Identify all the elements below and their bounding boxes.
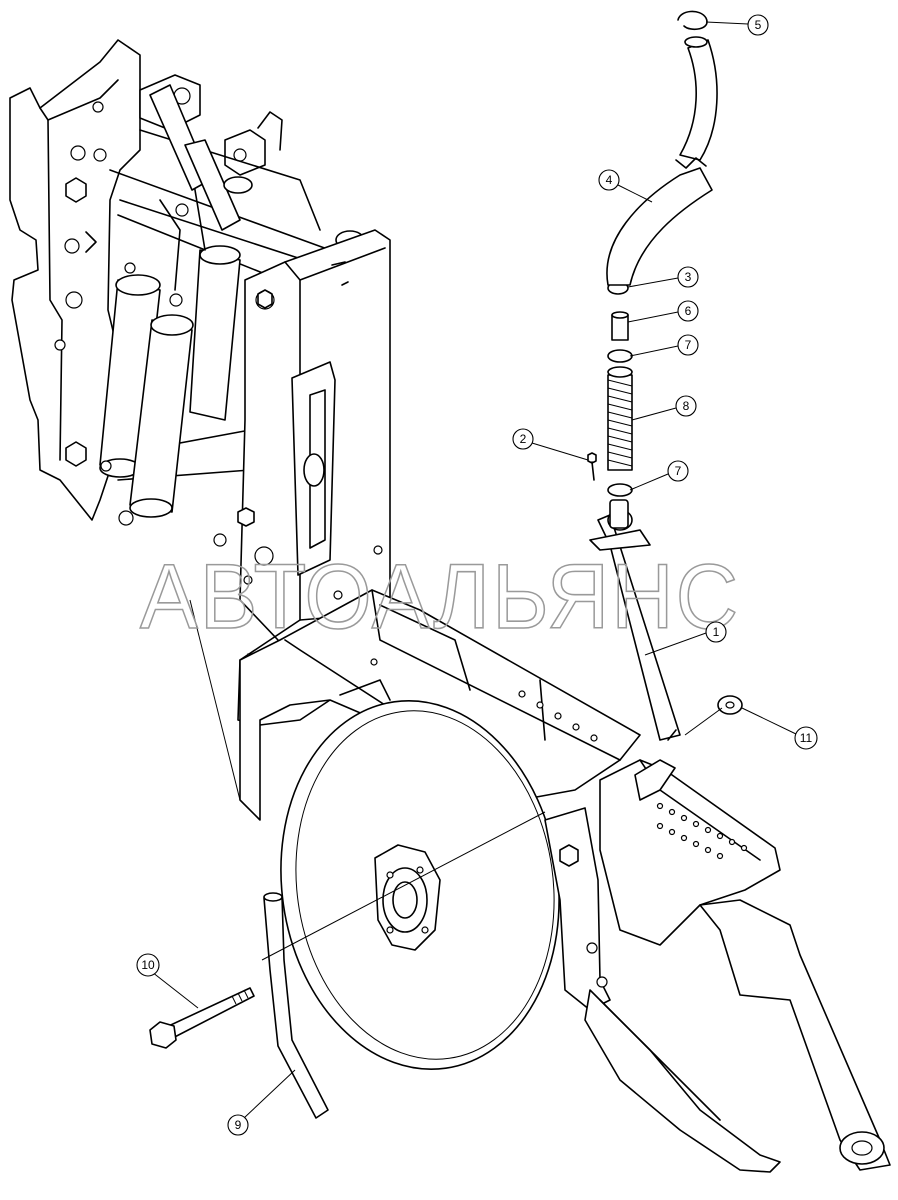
callout-8-label: 8 xyxy=(683,399,690,413)
washer xyxy=(717,695,743,715)
opener-disc xyxy=(280,699,560,1071)
callout-3: 3 xyxy=(627,266,699,288)
callout-8: 8 xyxy=(631,395,697,421)
callout-10-label: 10 xyxy=(141,958,155,972)
pin xyxy=(263,892,329,1119)
bolt xyxy=(149,987,255,1049)
callout-1-label: 1 xyxy=(713,625,720,639)
callout-5-label: 5 xyxy=(755,18,762,32)
link-arms xyxy=(149,84,365,250)
depth-adjust-assembly xyxy=(544,759,891,1173)
callout-5: 5 xyxy=(705,14,769,36)
assembly-lines xyxy=(189,599,723,961)
callout-3-label: 3 xyxy=(685,270,692,284)
callout-10: 10 xyxy=(136,953,199,1009)
callout-2: 2 xyxy=(512,428,589,461)
callout-6-label: 6 xyxy=(685,304,692,318)
callout-1: 1 xyxy=(644,621,727,656)
hydraulic-cylinders xyxy=(99,159,241,526)
callout-9-label: 9 xyxy=(235,1118,242,1132)
callout-6: 6 xyxy=(627,300,699,323)
spring-coils xyxy=(607,379,633,467)
callout-11-label: 11 xyxy=(800,731,813,745)
callout-7b-label: 7 xyxy=(675,464,682,478)
callout-7b: 7 xyxy=(629,460,689,491)
seed-tube xyxy=(589,499,681,741)
adjust-holes xyxy=(656,802,748,860)
hose xyxy=(606,10,718,286)
callout-4: 4 xyxy=(598,169,653,203)
callout-4-label: 4 xyxy=(606,173,613,187)
callout-2-label: 2 xyxy=(520,432,527,446)
callout-7a-label: 7 xyxy=(685,338,692,352)
spring-stack xyxy=(587,281,633,497)
callout-11: 11 xyxy=(741,707,818,750)
watermark-text: АВТОАЛЬЯНС xyxy=(140,546,740,648)
callout-9: 9 xyxy=(227,1069,296,1136)
callout-7a: 7 xyxy=(629,334,699,357)
